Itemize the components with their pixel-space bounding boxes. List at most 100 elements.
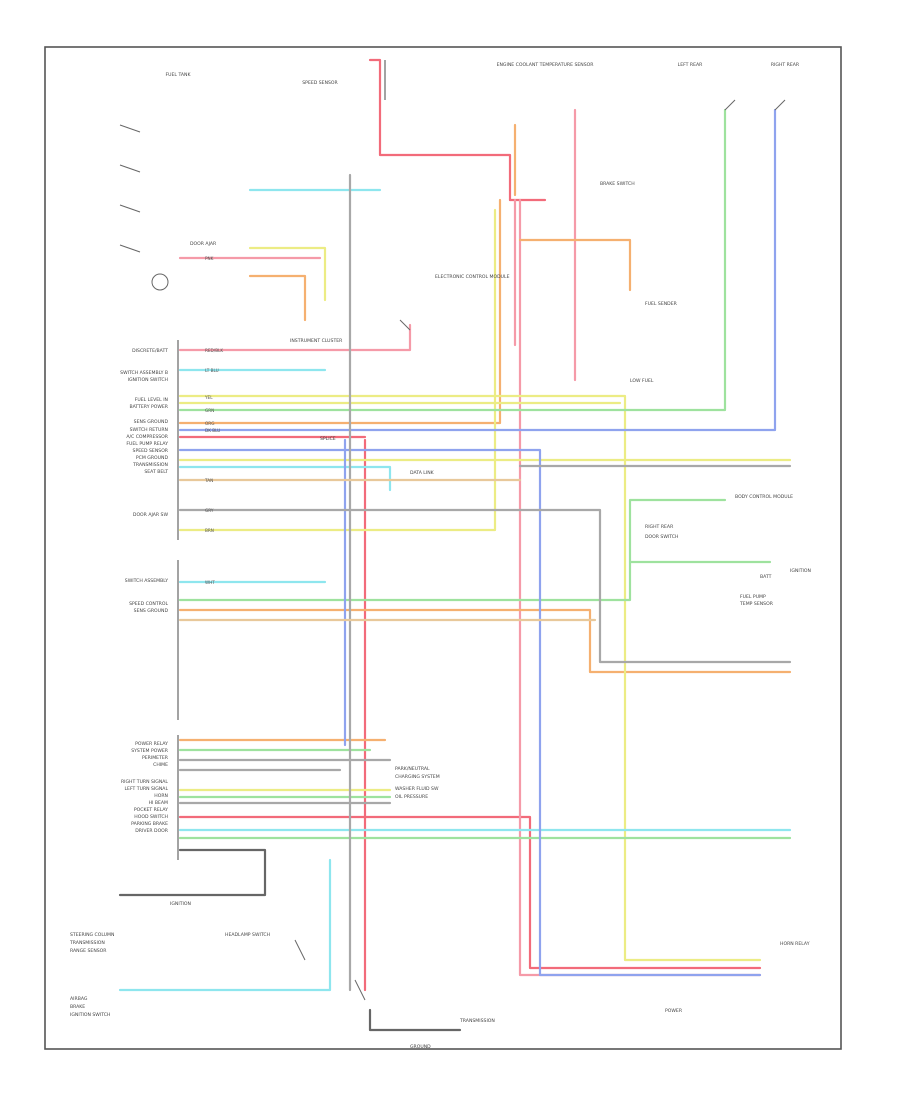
wires-label-10: WHT bbox=[205, 580, 215, 585]
bottom-label-5: IGNITION SWITCH bbox=[70, 1012, 110, 1018]
mid-label-0: ELECTRONIC CONTROL MODULE bbox=[435, 274, 510, 280]
left-label-6: SWITCH RETURN bbox=[130, 427, 168, 433]
mid-label-3: PARK/NEUTRAL bbox=[395, 766, 430, 772]
wires-label-3: ORG bbox=[205, 421, 214, 426]
wire-gray-2 bbox=[178, 508, 792, 664]
wires-label-5: TAN bbox=[204, 478, 213, 483]
left-label-23: HORN bbox=[154, 793, 168, 799]
wires-label-8: GRY bbox=[205, 508, 214, 513]
switch-symbol-9 bbox=[399, 319, 411, 331]
right-label-5: DOOR SWITCH bbox=[645, 534, 678, 540]
left-label-26: HOOD SWITCH bbox=[134, 814, 168, 820]
right-label-6: IGNITION bbox=[790, 568, 811, 574]
wire-yellow-2 bbox=[248, 246, 327, 302]
switch-symbol-6 bbox=[774, 99, 786, 111]
bottom-label-1: TRANSMISSION bbox=[69, 940, 105, 946]
left-label-20: CHIME bbox=[153, 762, 168, 768]
left-label-0: DISCRETE/BATT bbox=[132, 348, 168, 354]
wire-green-2 bbox=[178, 498, 727, 602]
left-label-24: HI BEAM bbox=[149, 800, 168, 806]
mid-label-2: DATA LINK bbox=[410, 470, 435, 476]
left-label-28: DRIVER DOOR bbox=[135, 828, 169, 834]
mid-label-5: FUEL SENDER bbox=[645, 301, 678, 307]
bottom-label-3: AIRBAG bbox=[70, 996, 88, 1002]
left-label-13: DOOR AJAR SW bbox=[133, 512, 169, 518]
right-label-1: LOW FUEL bbox=[630, 378, 654, 384]
bottom-label-2: RANGE SENSOR bbox=[70, 948, 107, 954]
switches bbox=[119, 99, 786, 1001]
wire-red-bottom bbox=[178, 815, 762, 970]
wire-blue-1 bbox=[178, 108, 777, 432]
left-label-15: SPEED CONTROL bbox=[129, 601, 168, 607]
wires-label-0: RED/BLK bbox=[205, 348, 223, 353]
left-label-11: TRANSMISSION bbox=[132, 462, 168, 468]
switch-symbol-8 bbox=[354, 979, 366, 1001]
left-label-14: SWITCH ASSEMBLY bbox=[125, 578, 168, 584]
right-label-8: HORN RELAY bbox=[780, 941, 810, 947]
mid-label-14: GROUND bbox=[410, 1044, 431, 1050]
switch-symbol-1 bbox=[119, 124, 141, 133]
mid-label-9: TRANSMISSION bbox=[459, 1018, 495, 1024]
left-label-16: SENS GROUND bbox=[134, 608, 169, 614]
right-label-0: BODY CONTROL MODULE bbox=[735, 494, 793, 500]
lamp-symbol bbox=[151, 273, 169, 291]
right-label-3: FUEL PUMP bbox=[740, 594, 766, 600]
right-label-4: TEMP SENSOR bbox=[739, 601, 774, 607]
left-label-7: A/C COMPRESSOR bbox=[126, 434, 168, 440]
mid-label-11: DOOR AJAR bbox=[190, 241, 217, 247]
mid-label-4: CHARGING SYSTEM bbox=[395, 774, 440, 780]
mid-label-7: WASHER FLUID SW bbox=[395, 786, 439, 792]
wire-gray-6 bbox=[118, 848, 267, 897]
left-label-22: LEFT TURN SIGNAL bbox=[124, 786, 168, 792]
left-label-12: SEAT BELT bbox=[144, 469, 168, 475]
wires bbox=[118, 58, 792, 1032]
top-label-0: ENGINE COOLANT TEMPERATURE SENSOR bbox=[497, 62, 595, 68]
left-label-5: SENS GROUND bbox=[134, 419, 169, 425]
top-label-4: RIGHT REAR bbox=[771, 62, 800, 68]
mid-label-13: SPLICE bbox=[320, 436, 336, 442]
switch-symbol-2 bbox=[119, 164, 141, 173]
left-label-27: PARKING BRAKE bbox=[131, 821, 168, 827]
wire-red-top bbox=[368, 58, 512, 202]
switch-symbol-4 bbox=[119, 244, 141, 253]
wire-orange-2 bbox=[518, 238, 632, 292]
left-label-10: PCM GROUND bbox=[136, 455, 169, 461]
left-label-4: BATTERY POWER bbox=[129, 404, 168, 410]
top-label-3: LEFT REAR bbox=[678, 62, 704, 68]
switch-symbol-3 bbox=[119, 204, 141, 213]
diagram-border bbox=[44, 46, 842, 1050]
wire-cyan-3 bbox=[178, 465, 392, 492]
bottom-label-4: BRAKE bbox=[70, 1004, 85, 1010]
wires-label-9: BRN bbox=[205, 528, 214, 533]
wires-label-6: PNK bbox=[205, 256, 214, 261]
wire-blue-2 bbox=[178, 448, 762, 977]
connectors bbox=[177, 60, 386, 860]
wire-cyan-5 bbox=[118, 858, 332, 992]
wire-pink-1 bbox=[178, 323, 412, 352]
left-label-25: POCKET RELAY bbox=[134, 807, 168, 813]
right-label-2: RIGHT REAR bbox=[645, 524, 674, 530]
wire-orange-5 bbox=[248, 274, 307, 322]
left-label-3: FUEL LEVEL IN bbox=[135, 397, 168, 403]
mid-label-1: INSTRUMENT CLUSTER bbox=[290, 338, 343, 344]
left-label-18: SYSTEM POWER bbox=[131, 748, 169, 754]
top-label-2: FUEL TANK bbox=[166, 72, 192, 78]
bottom-label-0: STEERING COLUMN bbox=[70, 932, 114, 938]
mid-label-6: BRAKE SWITCH bbox=[600, 181, 635, 187]
wire-yellow-1 bbox=[178, 394, 762, 962]
left-label-1: SWITCH ASSEMBLY B bbox=[120, 370, 168, 376]
wires-label-4: GRN bbox=[205, 408, 214, 413]
wire-gray-7 bbox=[368, 1008, 462, 1032]
left-label-9: SPEED SENSOR bbox=[133, 448, 169, 454]
left-label-19: PERIMETER bbox=[142, 755, 169, 761]
wires-label-2: YEL bbox=[204, 395, 213, 400]
mid-label-10: HEADLAMP SWITCH bbox=[225, 932, 270, 938]
wire-orange-3 bbox=[178, 608, 792, 674]
left-label-17: POWER RELAY bbox=[135, 741, 168, 747]
switch-symbol-5 bbox=[724, 99, 736, 111]
wire-green-1 bbox=[178, 108, 727, 412]
right-label-7: BATT bbox=[760, 574, 772, 580]
mid-label-12: IGNITION bbox=[170, 901, 191, 907]
labels: DISCRETE/BATT SWITCH ASSEMBLY B IGNITION S… bbox=[69, 62, 811, 1050]
